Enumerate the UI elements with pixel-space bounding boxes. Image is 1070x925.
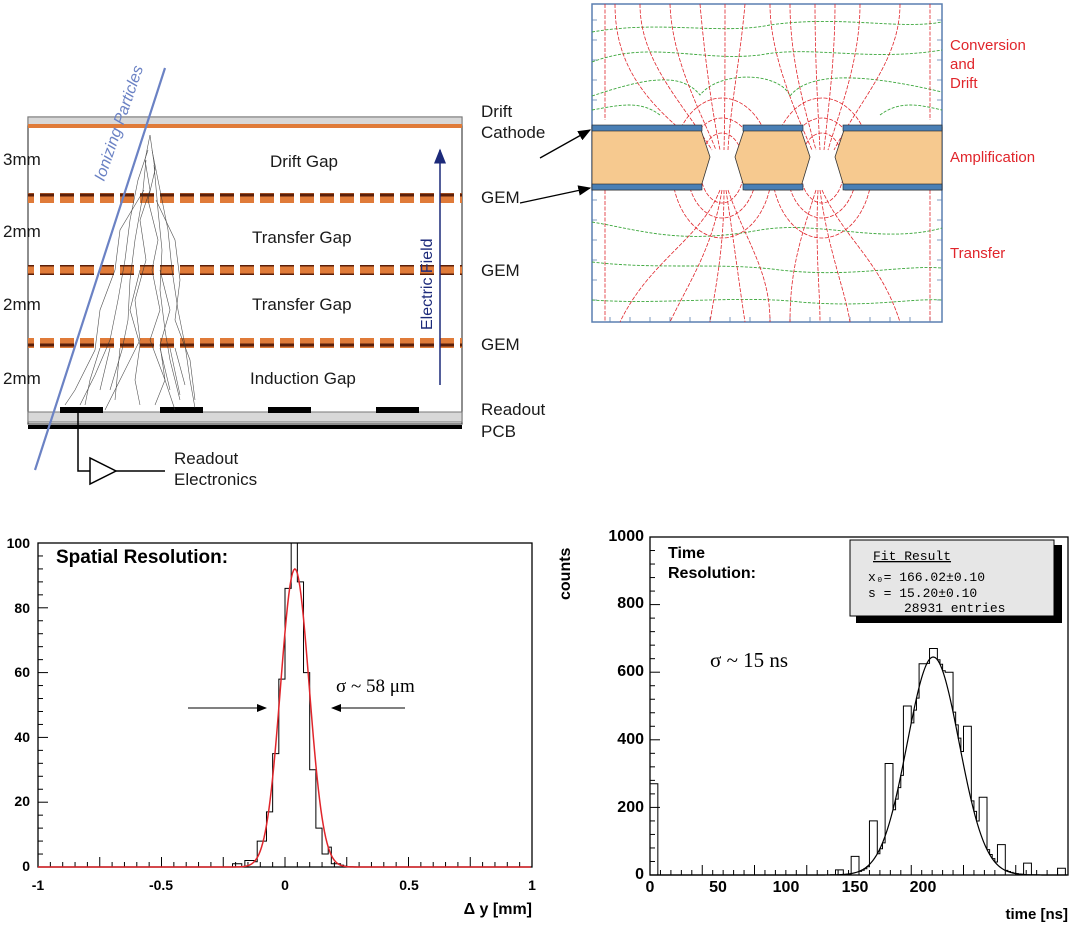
gem-foil-2: [28, 265, 462, 275]
readout-pad-4: [376, 407, 419, 413]
time-title-line1: Time: [668, 545, 705, 562]
field-label-and: and: [950, 56, 975, 73]
field-label-amplification: Amplification: [950, 149, 1035, 166]
drift-cathode-plate: [27, 116, 463, 126]
detector-schematic: Ionizing Particles Electric Field 3mm 2m…: [3, 63, 592, 489]
readout-pad-2: [160, 407, 203, 413]
spatial-xtick-4: 1: [528, 877, 536, 893]
zoom-arrow-top: [539, 129, 592, 159]
spatial-ytick-5: 100: [7, 535, 31, 551]
readout-pcb-base: [28, 425, 462, 429]
time-ytick-2: 400: [617, 731, 644, 748]
time-ytick-3: 600: [617, 663, 644, 680]
spatial-ytick-3: 60: [14, 664, 30, 680]
spatial-gaussian-fit: [38, 567, 531, 868]
spatial-axis-ticks: [37, 542, 533, 868]
electric-field-label: Electric Field: [419, 238, 436, 330]
gap-name-induction: Induction Gap: [250, 369, 356, 388]
field-label-drift: Drift: [950, 75, 978, 92]
spatial-ytick-1: 20: [14, 793, 30, 809]
gap-size-4: 2mm: [3, 369, 41, 388]
fit-box-title: Fit Result: [873, 549, 951, 564]
spatial-title: Spatial Resolution:: [56, 547, 228, 568]
field-label-transfer: Transfer: [950, 245, 1005, 262]
time-ytick-0: 0: [635, 866, 644, 883]
gem-label-2: GEM: [481, 261, 520, 280]
drift-label: Drift: [481, 102, 512, 121]
time-xtick-2: 100: [773, 879, 800, 896]
spatial-ytick-4: 80: [14, 600, 30, 616]
gap-name-transfer-2: Transfer Gap: [252, 295, 352, 314]
time-ytick-4: 800: [617, 595, 644, 612]
gem-foil-3: [28, 338, 462, 348]
time-ytick-5: 1000: [608, 528, 644, 545]
gem-foil-1: [28, 193, 462, 203]
gap-name-drift: Drift Gap: [270, 152, 338, 171]
spatial-xtick-2: 0: [281, 877, 289, 893]
gem-label-1: GEM: [481, 188, 520, 207]
spatial-resolution-plot: Spatial Resolution: σ ~ 58 μm -1 -0.5 0 …: [7, 535, 536, 918]
spatial-xlabel: Δ y [mm]: [464, 901, 532, 918]
time-ytick-1: 200: [617, 799, 644, 816]
readout-pad-1: [60, 407, 103, 413]
readout-board: [27, 411, 463, 423]
fit-box-mean: x₀= 166.02±0.10: [868, 570, 985, 585]
time-xtick-4: 200: [910, 879, 937, 896]
spatial-histogram: [38, 542, 532, 868]
drift-cathode-copper: [28, 124, 462, 128]
ionizing-particle-track: [33, 67, 167, 471]
zoom-arrow-bottom: [519, 185, 592, 204]
time-xlabel: time [ns]: [1005, 906, 1068, 923]
fit-result-box: [849, 539, 1055, 617]
electronics-label-1: Readout: [174, 449, 239, 468]
spatial-xtick-3: 0.5: [399, 877, 419, 893]
readout-wire: [77, 413, 90, 472]
spatial-xtick-0: -1: [32, 877, 45, 893]
equipotential-lines: [591, 20, 943, 305]
cathode-label: Cathode: [481, 123, 545, 142]
time-histogram: [649, 648, 1068, 876]
gap-size-1: 3mm: [3, 150, 41, 169]
time-sigma-annotation: σ ~ 15 ns: [710, 648, 788, 672]
fit-box-sigma: s = 15.20±0.10: [868, 586, 977, 601]
gap-size-2: 2mm: [3, 222, 41, 241]
electronics-label-2: Electronics: [174, 470, 257, 489]
spatial-ytick-2: 40: [14, 729, 30, 745]
time-gaussian-fit: [650, 656, 1067, 876]
gap-name-transfer-1: Transfer Gap: [252, 228, 352, 247]
field-label-conversion: Conversion: [950, 37, 1026, 54]
spatial-ytick-0: 0: [22, 858, 30, 874]
time-xtick-0: 0: [646, 879, 655, 896]
time-title-line2: Resolution:: [668, 565, 756, 582]
fit-box-entries: 28931 entries: [904, 601, 1005, 616]
spatial-sigma-annotation: σ ~ 58 μm: [336, 676, 415, 697]
field-map: Conversion and Drift Amplification Trans…: [591, 3, 1035, 323]
time-xtick-3: 150: [842, 879, 869, 896]
time-xtick-1: 50: [709, 879, 727, 896]
readout-pad-3: [268, 407, 311, 413]
spatial-xtick-1: -0.5: [149, 877, 173, 893]
readout-label: Readout: [481, 400, 546, 419]
gem-label-3: GEM: [481, 335, 520, 354]
electron-tracks: [64, 134, 196, 411]
time-resolution-plot: Time Resolution: Fit Result x₀= 166.02±0…: [557, 528, 1069, 923]
amplifier-icon: [89, 456, 118, 486]
time-ylabel: counts: [557, 547, 574, 600]
pcb-label: PCB: [481, 422, 516, 441]
gem-cross-section: [591, 124, 943, 191]
gap-size-3: 2mm: [3, 295, 41, 314]
